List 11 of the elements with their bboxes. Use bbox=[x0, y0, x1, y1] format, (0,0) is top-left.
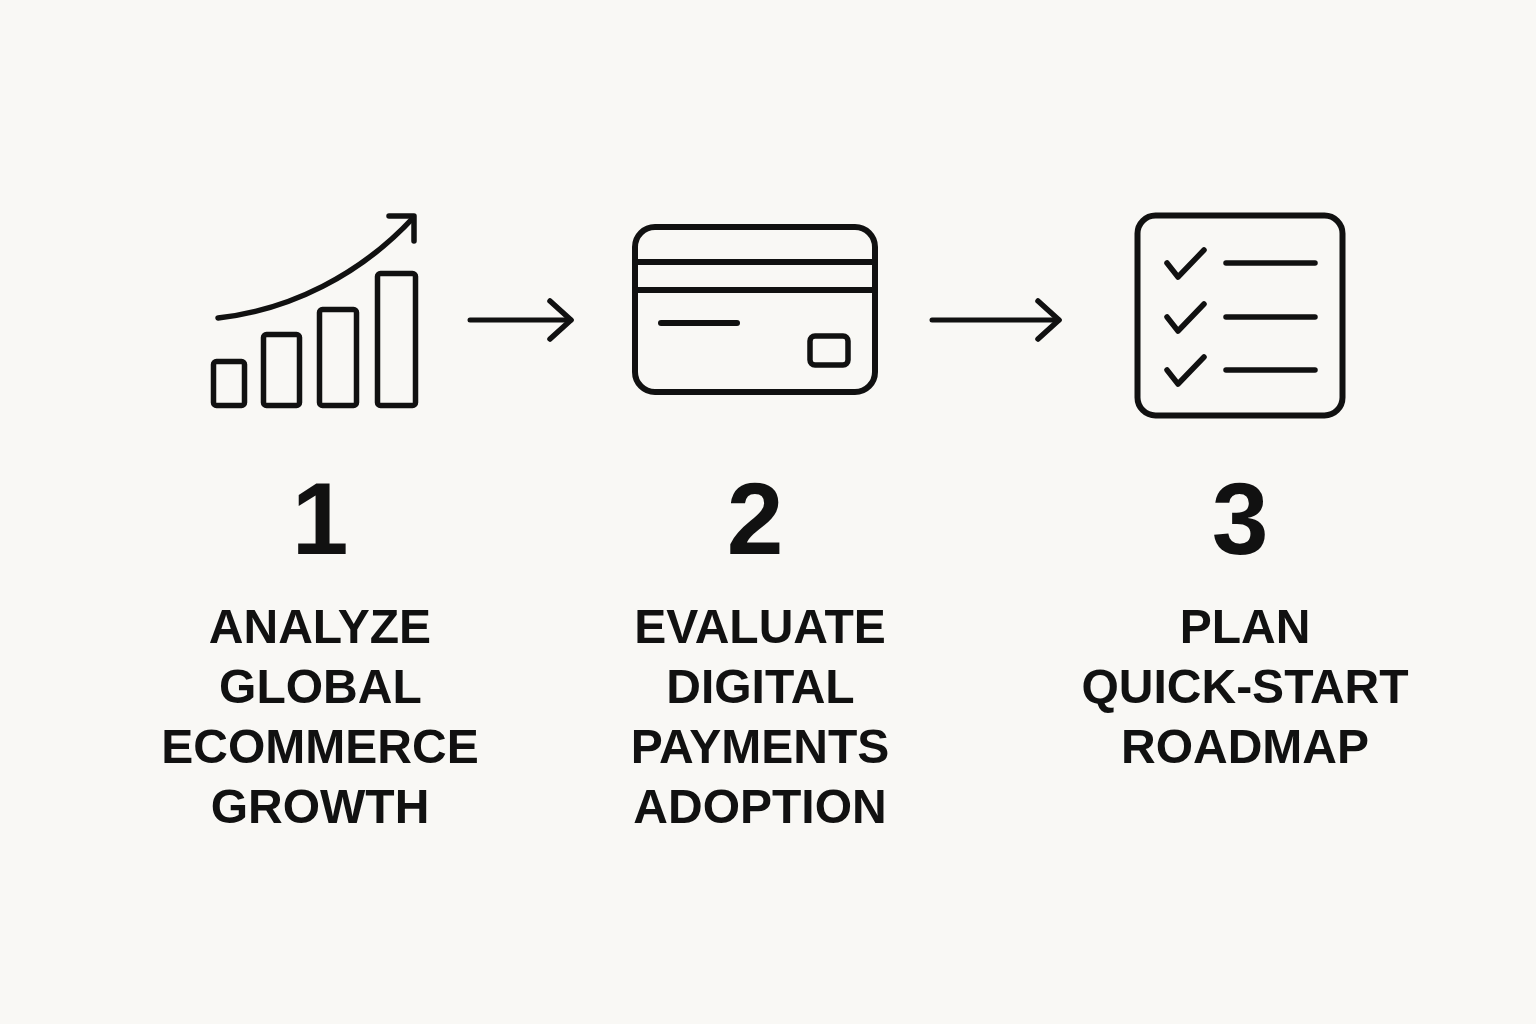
arrow bbox=[467, 298, 574, 342]
step-label: PLAN QUICK-START ROADMAP bbox=[1081, 599, 1409, 775]
step-number: 1 bbox=[291, 468, 349, 570]
step-label: ANALYZE GLOBAL ECOMMERCE GROWTH bbox=[161, 599, 479, 835]
credit-card-icon bbox=[631, 223, 879, 396]
step-number: 3 bbox=[1211, 468, 1269, 570]
bar-chart-icon bbox=[210, 212, 419, 409]
checklist-icon bbox=[1133, 211, 1347, 420]
step-number: 2 bbox=[726, 468, 784, 570]
step-label: EVALUATE DIGITAL PAYMENTS ADOPTION bbox=[630, 599, 890, 835]
arrow bbox=[929, 298, 1062, 342]
